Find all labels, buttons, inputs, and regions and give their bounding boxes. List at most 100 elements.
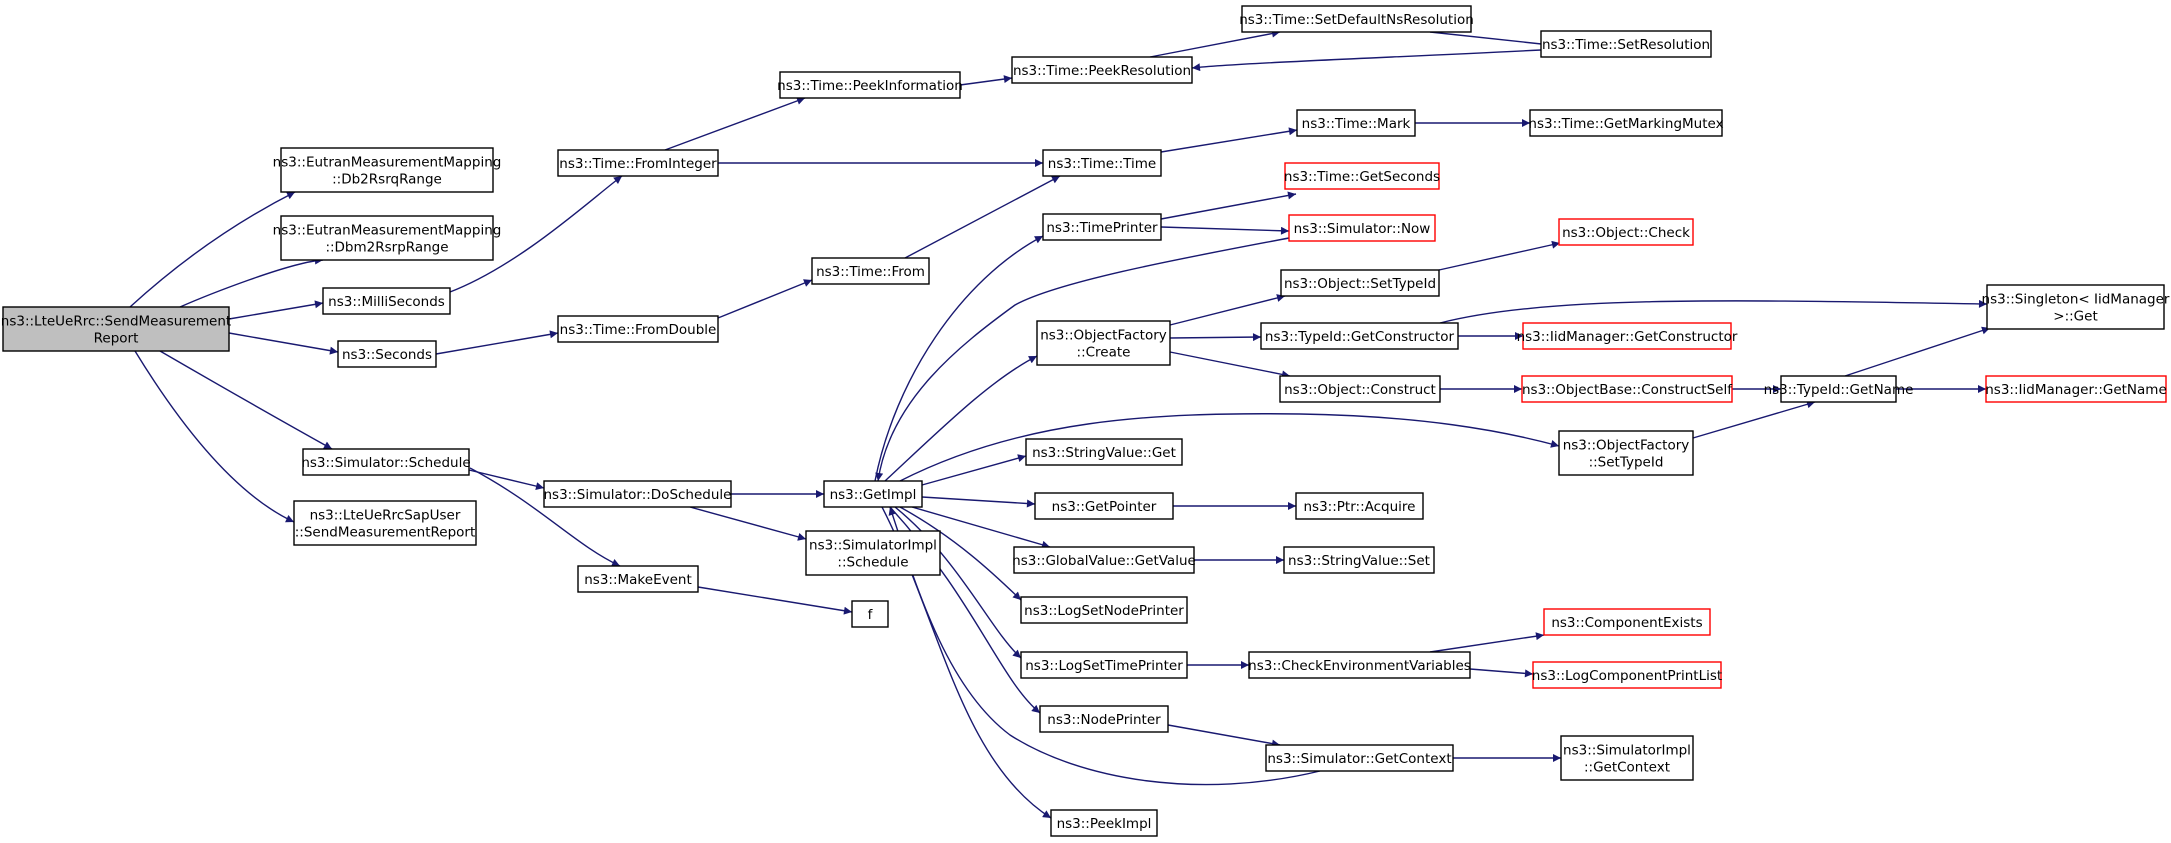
node-box[interactable] <box>1241 5 1472 33</box>
node-componentexists[interactable]: ns3::ComponentExists <box>1543 608 1711 636</box>
node-box[interactable] <box>1986 284 2165 330</box>
node-box[interactable] <box>557 315 719 343</box>
node-timeprinter[interactable]: ns3::TimePrinter <box>1042 213 1162 241</box>
node-box[interactable] <box>1280 269 1440 297</box>
node-setdefaultnsresolution[interactable]: ns3::Time::SetDefaultNsResolution <box>1239 5 1474 33</box>
node-getseconds[interactable]: ns3::Time::GetSeconds <box>1284 162 1440 190</box>
node-box[interactable] <box>2 306 230 352</box>
node-globalvaluegetvalue[interactable]: ns3::GlobalValue::GetValue <box>1012 546 1196 574</box>
node-box[interactable] <box>1296 109 1416 137</box>
node-frominteger[interactable]: ns3::Time::FromInteger <box>557 149 719 177</box>
node-box[interactable] <box>823 480 923 508</box>
node-getmarkingmutex[interactable]: ns3::Time::GetMarkingMutex <box>1528 109 1724 137</box>
node-f[interactable]: f <box>851 600 889 628</box>
node-logsettimeprinter[interactable]: ns3::LogSetTimePrinter <box>1020 651 1188 679</box>
node-simimplgetcontext[interactable]: ns3::SimulatorImpl::GetContext <box>1560 735 1694 781</box>
node-iidgetconstructor[interactable]: ns3::IidManager::GetConstructor <box>1517 322 1738 350</box>
node-box[interactable] <box>1036 320 1171 366</box>
node-stringvalueget[interactable]: ns3::StringValue::Get <box>1025 438 1183 466</box>
node-box[interactable] <box>1560 735 1694 781</box>
node-box[interactable] <box>1279 375 1441 403</box>
node-milliseconds[interactable]: ns3::MilliSeconds <box>322 287 451 315</box>
node-box[interactable] <box>1283 546 1435 574</box>
node-seconds[interactable]: ns3::Seconds <box>337 340 437 368</box>
node-box[interactable] <box>280 147 494 193</box>
node-objectfactorysettypeid[interactable]: ns3::ObjectFactory::SetTypeId <box>1558 430 1694 476</box>
node-timetime[interactable]: ns3::Time::Time <box>1042 149 1162 177</box>
node-simgetcontext[interactable]: ns3::Simulator::GetContext <box>1265 744 1454 772</box>
node-doschedule[interactable]: ns3::Simulator::DoSchedule <box>543 480 732 508</box>
node-box[interactable] <box>1020 596 1188 624</box>
node-box[interactable] <box>1042 213 1162 241</box>
node-box[interactable] <box>322 287 451 315</box>
node-box[interactable] <box>1558 430 1694 476</box>
node-constructself[interactable]: ns3::ObjectBase::ConstructSelf <box>1521 375 1733 403</box>
node-box[interactable] <box>1529 109 1723 137</box>
node-saplser[interactable]: ns3::LteUeRrcSapUser::SendMeasurementRep… <box>293 500 477 546</box>
node-ptracquire[interactable]: ns3::Ptr::Acquire <box>1295 492 1424 520</box>
node-peekinformation[interactable]: ns3::Time::PeekInformation <box>777 71 963 99</box>
node-objectfactorycreate[interactable]: ns3::ObjectFactory::Create <box>1036 320 1171 366</box>
node-fromdouble[interactable]: ns3::Time::FromDouble <box>557 315 719 343</box>
node-box[interactable] <box>1013 546 1195 574</box>
node-box[interactable] <box>1011 56 1193 84</box>
node-box[interactable] <box>1025 438 1183 466</box>
node-objectcheck[interactable]: ns3::Object::Check <box>1558 218 1694 246</box>
node-checkenvvars[interactable]: ns3::CheckEnvironmentVariables <box>1248 651 1471 679</box>
node-box[interactable] <box>1521 375 1733 403</box>
node-box[interactable] <box>1288 214 1436 242</box>
node-logsetnodeprinter[interactable]: ns3::LogSetNodePrinter <box>1020 596 1188 624</box>
node-box[interactable] <box>851 600 889 628</box>
node-stringvalueset[interactable]: ns3::StringValue::Set <box>1283 546 1435 574</box>
node-typeidgetname[interactable]: ns3::TypeId::GetName <box>1764 375 1914 403</box>
node-box[interactable] <box>1558 218 1694 246</box>
node-box[interactable] <box>1284 162 1440 190</box>
node-box[interactable] <box>811 257 930 285</box>
node-peekimpl[interactable]: ns3::PeekImpl <box>1050 809 1158 837</box>
node-simulatornow[interactable]: ns3::Simulator::Now <box>1288 214 1436 242</box>
node-timemark[interactable]: ns3::Time::Mark <box>1296 109 1416 137</box>
node-box[interactable] <box>1543 608 1711 636</box>
node-box[interactable] <box>280 215 494 261</box>
node-schedule[interactable]: ns3::Simulator::Schedule <box>301 448 471 476</box>
node-iidgetname[interactable]: ns3::IidManager::GetName <box>1985 375 2167 403</box>
node-box[interactable] <box>1540 30 1712 58</box>
node-box[interactable] <box>293 500 477 546</box>
node-box[interactable] <box>1295 492 1424 520</box>
node-box[interactable] <box>302 448 470 476</box>
node-box[interactable] <box>557 149 719 177</box>
node-box[interactable] <box>543 480 732 508</box>
node-box[interactable] <box>1522 322 1732 350</box>
node-box[interactable] <box>1034 492 1174 520</box>
node-logcomponentprintlist[interactable]: ns3::LogComponentPrintList <box>1532 661 1722 689</box>
node-from[interactable]: ns3::Time::From <box>811 257 930 285</box>
node-box[interactable] <box>1260 322 1459 350</box>
node-box[interactable] <box>1050 809 1158 837</box>
node-getimpl[interactable]: ns3::GetImpl <box>823 480 923 508</box>
node-box[interactable] <box>1039 705 1169 733</box>
node-objectsettypeid[interactable]: ns3::Object::SetTypeId <box>1280 269 1440 297</box>
node-box[interactable] <box>337 340 437 368</box>
node-box[interactable] <box>1780 375 1897 403</box>
node-makeevent[interactable]: ns3::MakeEvent <box>577 565 699 593</box>
node-singletonget[interactable]: ns3::Singleton< IidManager>::Get <box>1982 284 2170 330</box>
node-getpointer[interactable]: ns3::GetPointer <box>1034 492 1174 520</box>
node-box[interactable] <box>577 565 699 593</box>
node-objectconstruct[interactable]: ns3::Object::Construct <box>1279 375 1441 403</box>
node-box[interactable] <box>1042 149 1162 177</box>
node-dbm2rsrp[interactable]: ns3::EutranMeasurementMapping::Dbm2RsrpR… <box>273 215 502 261</box>
node-box[interactable] <box>779 71 961 99</box>
node-simimplschedule[interactable]: ns3::SimulatorImpl::Schedule <box>805 530 941 576</box>
node-db2rsrq[interactable]: ns3::EutranMeasurementMapping::Db2RsrqRa… <box>273 147 502 193</box>
node-typeidgetconstructor[interactable]: ns3::TypeId::GetConstructor <box>1260 322 1459 350</box>
node-box[interactable] <box>1248 651 1471 679</box>
node-peekresolution[interactable]: ns3::Time::PeekResolution <box>1011 56 1193 84</box>
node-box[interactable] <box>1985 375 2167 403</box>
node-box[interactable] <box>1020 651 1188 679</box>
node-nodeprinter[interactable]: ns3::NodePrinter <box>1039 705 1169 733</box>
node-box[interactable] <box>1265 744 1454 772</box>
node-setresolution[interactable]: ns3::Time::SetResolution <box>1540 30 1712 58</box>
node-box[interactable] <box>805 530 941 576</box>
node-box[interactable] <box>1532 661 1722 689</box>
node-root[interactable]: ns3::LteUeRrc::SendMeasurementReport <box>1 306 231 352</box>
